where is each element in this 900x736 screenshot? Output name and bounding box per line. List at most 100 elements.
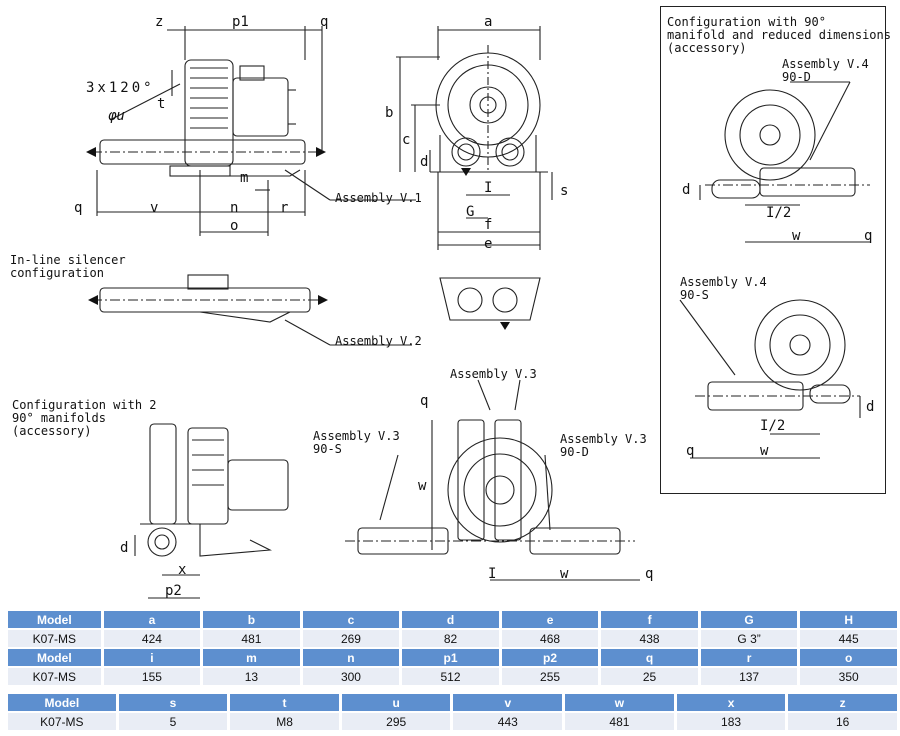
dim-o: o (230, 218, 239, 234)
dim-p1: p1 (232, 14, 249, 30)
dim-f: f (484, 217, 493, 233)
table-cell: 13 (203, 668, 300, 685)
dim-p2: p2 (165, 583, 182, 599)
table-header-cell: t (230, 694, 339, 711)
table-header-cell: p2 (501, 649, 599, 666)
table-header-cell: c (302, 611, 400, 628)
dim-q-top: q (320, 14, 329, 30)
dim-t: t (157, 96, 166, 112)
dim-z: z (155, 14, 164, 30)
table-cell: 155 (103, 668, 201, 685)
reduced-dims-view-90s (679, 299, 861, 459)
assembly-v2-label: Assembly V.2 (335, 334, 422, 348)
table-cell: 137 (700, 668, 798, 685)
table-cell: 255 (501, 668, 599, 685)
dim-s: s (560, 183, 569, 199)
dim-I-v3: I (488, 566, 497, 582)
two-manifolds-title: Configuration with 2 90° manifolds (acce… (12, 398, 157, 438)
table-header-cell: x (676, 694, 786, 711)
dim-c: c (402, 132, 411, 148)
dim-G: G (466, 204, 475, 220)
table-cell: 16 (788, 713, 897, 730)
table-cell: 438 (601, 630, 698, 647)
dim-i2-box1: I/2 (766, 205, 792, 221)
table-cell: 443 (453, 713, 563, 730)
dim-d-box2: d (866, 399, 875, 415)
bottom-view-blower (439, 277, 541, 321)
table-cell: M8 (230, 713, 339, 730)
table-header-cell: m (203, 649, 300, 666)
dim-i2-box2: I/2 (760, 418, 786, 434)
table-cell: 5 (118, 713, 228, 730)
spec-table-2: Model s t u v w x z K07-MS 5 M8 295 443 … (5, 692, 900, 732)
table-cell: K07-MS (8, 668, 101, 685)
table-cell: 300 (302, 668, 400, 685)
table-header-cell: u (341, 694, 451, 711)
side-view-blower (92, 59, 316, 177)
table-header-cell: i (103, 649, 201, 666)
table-header-cell: a (103, 611, 201, 628)
assembly-v3-90s-label: Assembly V.3 90-S (313, 429, 400, 456)
table-cell: 445 (800, 630, 897, 647)
table-header-cell: z (788, 694, 897, 711)
table-cell: K07-MS (8, 713, 116, 730)
table-cell: K07-MS (8, 630, 101, 647)
table-cell: 82 (402, 630, 499, 647)
table-row: K07-MS 155 13 300 512 255 25 137 350 (8, 668, 897, 685)
table-cell: 183 (676, 713, 786, 730)
table-cell: 350 (800, 668, 897, 685)
dim-w-v3: w (560, 566, 569, 582)
dim-d-box1: d (682, 182, 691, 198)
table-header-cell: o (800, 649, 897, 666)
dim-q-box2: q (686, 443, 695, 459)
table-header-row: Model s t u v w x z (8, 694, 897, 711)
dim-w-vertical: w (418, 478, 427, 494)
table-row: K07-MS 424 481 269 82 468 438 G 3” 445 (8, 630, 897, 647)
table-header-cell: n (302, 649, 400, 666)
table-header-cell: e (501, 611, 599, 628)
table-header-cell: d (402, 611, 499, 628)
table-header-cell: q (601, 649, 698, 666)
inline-silencer-view (92, 274, 322, 323)
table-header-cell: Model (8, 649, 101, 666)
assembly-v4-90s-label: Assembly V.4 90-S (680, 275, 767, 302)
table-cell: 512 (402, 668, 499, 685)
table-row: K07-MS 5 M8 295 443 481 183 16 (8, 713, 897, 730)
reduced-dims-title: Configuration with 90° manifold and redu… (667, 15, 891, 55)
dim-v: v (150, 200, 159, 216)
dim-q-v3: q (645, 566, 654, 582)
dim-d: d (420, 154, 429, 170)
spec-table-1: Model a b c d e f G H K07-MS 424 481 269… (5, 609, 900, 687)
dim-u: φu (108, 108, 125, 124)
table-header-cell: p1 (402, 649, 499, 666)
assembly-v4-90d-label: Assembly V.4 90-D (782, 57, 869, 84)
inline-config-title: In-line silencer configuration (10, 253, 126, 280)
dim-x: x (178, 562, 187, 578)
technical-drawing: z p1 q t 3x120° φu m q v n r o Assembly … (10, 6, 891, 599)
dim-r: r (280, 200, 289, 216)
dim-w-box2: w (760, 443, 769, 459)
table-cell: 25 (601, 668, 698, 685)
table-header-cell: w (565, 694, 674, 711)
dim-q-bot: q (74, 200, 83, 216)
table-header-cell: Model (8, 694, 116, 711)
dim-b: b (385, 105, 394, 121)
table-header-row: Model a b c d e f G H (8, 611, 897, 628)
dim-I: I (484, 180, 493, 196)
table-header-cell: f (601, 611, 698, 628)
table-header-cell: r (700, 649, 798, 666)
dim-a: a (484, 14, 493, 30)
table-header-row: Model i m n p1 p2 q r o (8, 649, 897, 666)
table-cell: 269 (302, 630, 400, 647)
dim-w-box1: w (792, 228, 801, 244)
dim-q-v3-top: q (420, 393, 429, 409)
reduced-dims-view-90d (699, 81, 870, 243)
dim-holes: 3x120° (86, 80, 155, 96)
drawing-lines (86, 26, 870, 599)
table-cell: 424 (103, 630, 201, 647)
dim-n: n (230, 200, 239, 216)
table-header-cell: v (453, 694, 563, 711)
table-header-cell: b (203, 611, 300, 628)
assembly-v1-label: Assembly V.1 (335, 191, 422, 205)
reduced-dims-box (660, 6, 886, 494)
